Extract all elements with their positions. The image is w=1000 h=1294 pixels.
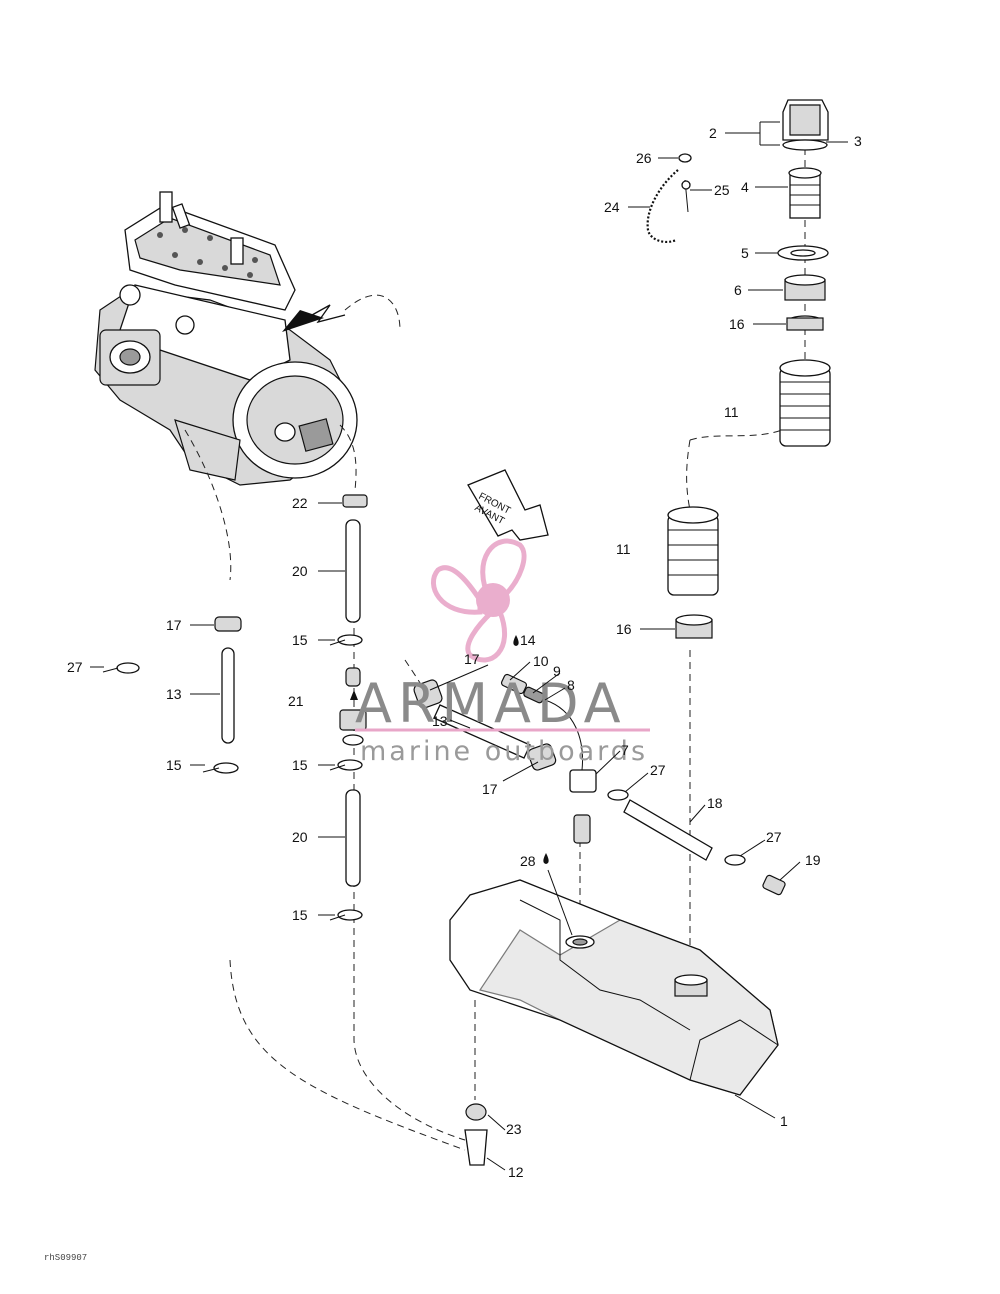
callout-3: 3: [854, 133, 862, 149]
lower-bellows: [667, 506, 719, 639]
callout-27-center: 27: [650, 762, 666, 778]
callout-11-upper: 11: [724, 404, 739, 420]
center-hoses-and-filter: [413, 635, 786, 1166]
armada-watermark: ARMADA marine outboards: [355, 538, 650, 767]
callout-8: 8: [567, 677, 575, 693]
connection-lines: [184, 100, 806, 1151]
watermark-tagline: marine outboards: [360, 736, 648, 767]
callout-26: 26: [636, 150, 652, 166]
callout-1: 1: [780, 1113, 788, 1129]
callout-20-upper: 20: [292, 563, 308, 579]
callout-15-d: 15: [166, 757, 182, 773]
front-direction-arrow: FRONT AVANT: [467, 469, 549, 541]
callout-15-a: 15: [292, 632, 308, 648]
callout-17-center-lower: 17: [482, 781, 498, 797]
callout-numbers: 2 3 26 25 24 4 5 6 16 11 11 16 22 20 15 …: [67, 125, 862, 1180]
callout-27-right: 27: [766, 829, 782, 845]
callout-20-lower: 20: [292, 829, 308, 845]
callout-21: 21: [288, 693, 304, 709]
callout-7: 7: [621, 742, 629, 758]
callout-19: 19: [805, 852, 821, 868]
callout-15-c: 15: [292, 907, 308, 923]
callout-17-center-upper: 17: [464, 651, 480, 667]
leader-lines: [90, 121, 848, 1171]
callout-14: 14: [520, 632, 536, 648]
callout-2: 2: [709, 125, 717, 141]
callout-17-left: 17: [166, 617, 182, 633]
callout-13-left: 13: [166, 686, 182, 702]
callout-16-upper: 16: [729, 316, 745, 332]
watermark-brand: ARMADA: [355, 672, 627, 735]
callout-25: 25: [714, 182, 730, 198]
callout-16-lower: 16: [616, 621, 632, 637]
callout-23: 23: [506, 1121, 522, 1137]
filler-cap-assembly: [646, 99, 831, 447]
left-hoses-and-clamps: [102, 494, 368, 921]
callout-9: 9: [553, 663, 561, 679]
fuel-tank: [449, 879, 779, 1096]
callout-11-lower: 11: [616, 541, 631, 557]
callout-4: 4: [741, 179, 749, 195]
callout-18: 18: [707, 795, 723, 811]
callout-24: 24: [604, 199, 620, 215]
engine-illustration: [94, 191, 358, 486]
callout-28: 28: [520, 853, 536, 869]
callout-13-center: 13: [432, 713, 448, 729]
callout-5: 5: [741, 245, 749, 261]
callout-6: 6: [734, 282, 742, 298]
drawing-code: rhS09907: [44, 1253, 87, 1263]
propeller-logo: [431, 538, 527, 663]
callout-22: 22: [292, 495, 308, 511]
callout-12: 12: [508, 1164, 524, 1180]
callout-10: 10: [533, 653, 549, 669]
callout-15-b: 15: [292, 757, 308, 773]
callout-27-left: 27: [67, 659, 83, 675]
